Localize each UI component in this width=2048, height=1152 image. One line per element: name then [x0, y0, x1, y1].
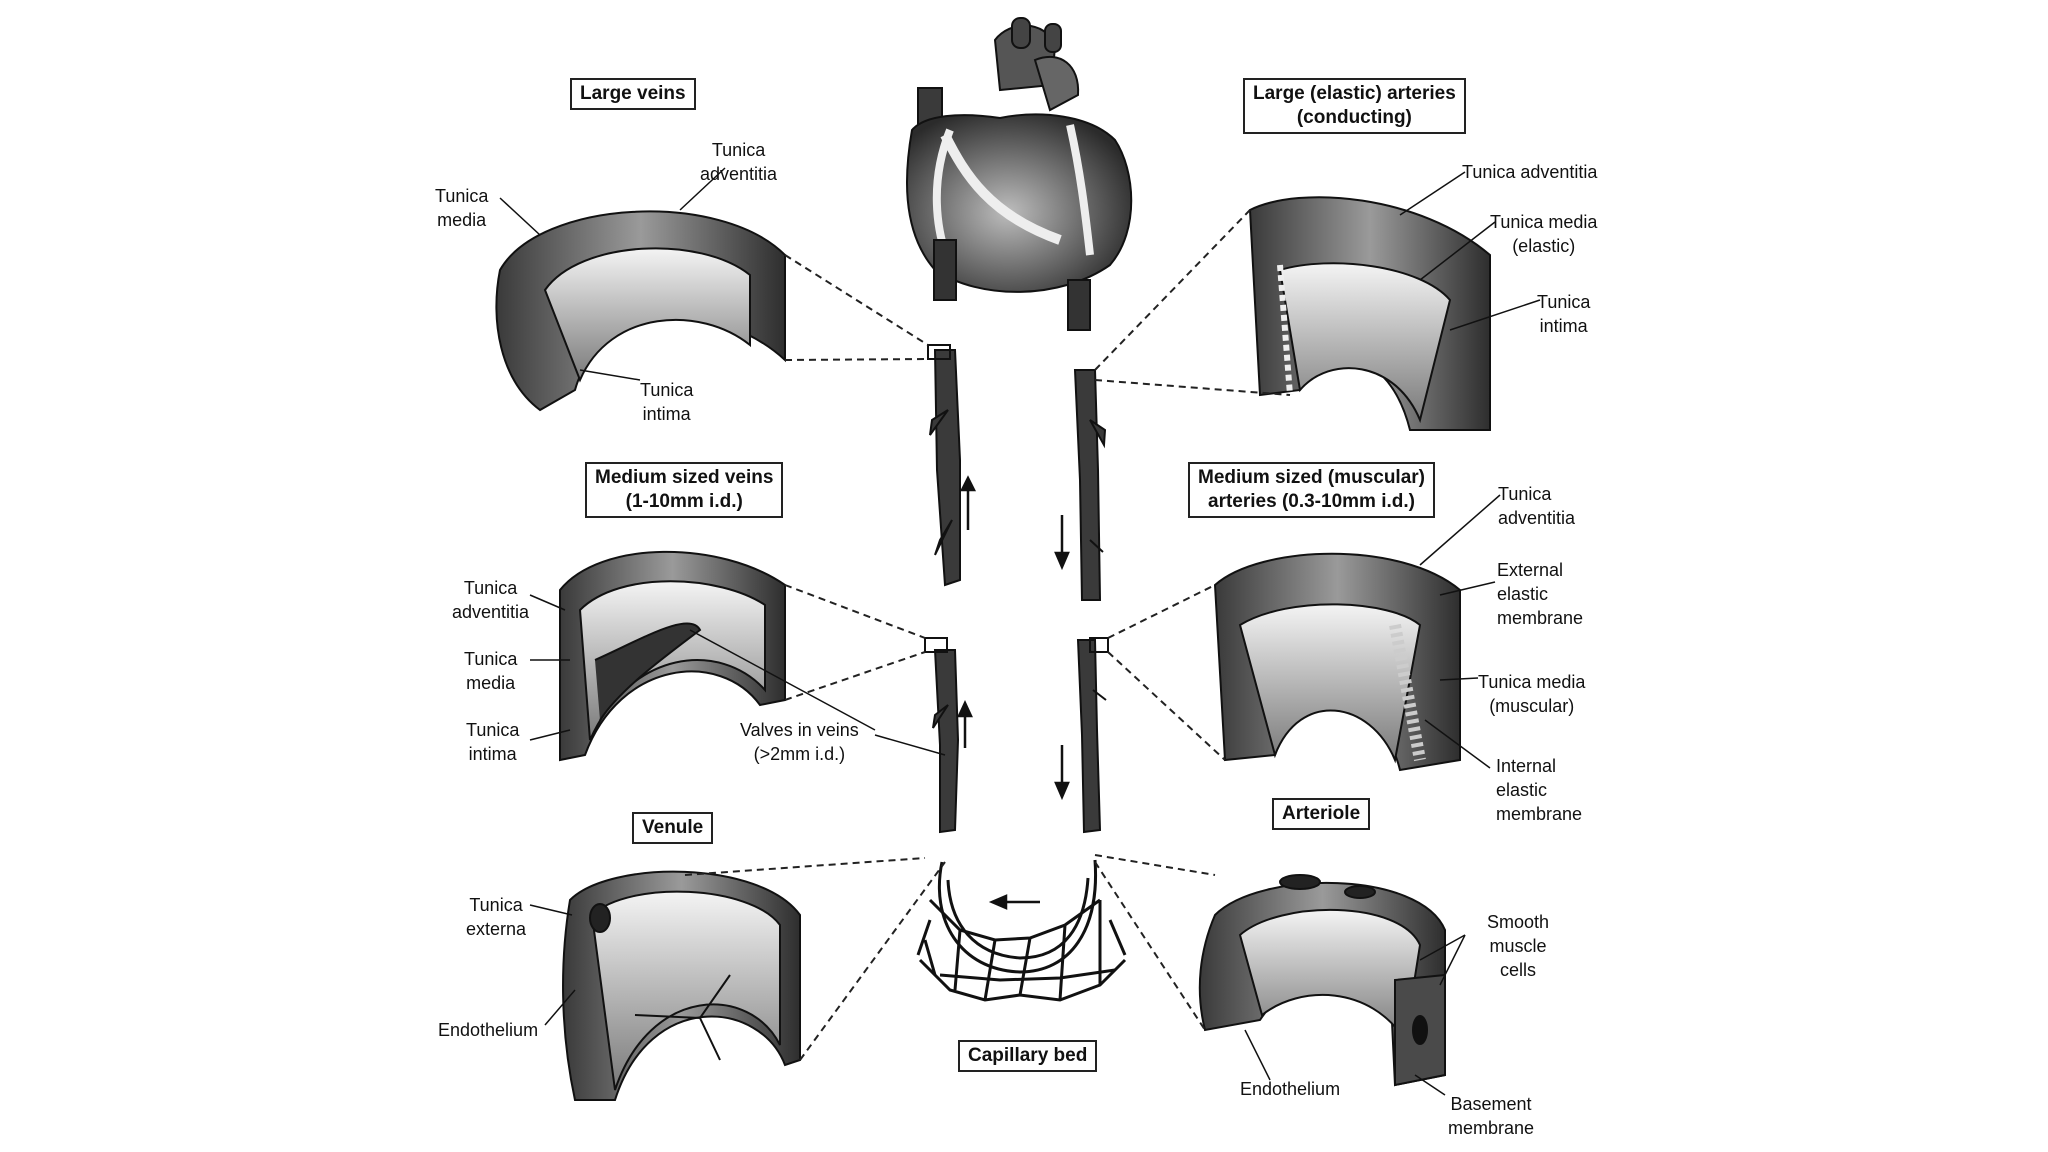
- down-arrow: [1054, 551, 1070, 571]
- leader-line: [1399, 171, 1466, 216]
- connector-line: [1094, 854, 1216, 876]
- large-artery-section: [1248, 196, 1491, 431]
- label-ar-smooth: Smooth muscle cells: [1487, 912, 1550, 980]
- leader-line: [529, 594, 566, 611]
- leader-line: [544, 989, 576, 1026]
- label-lv-media: Tunica media: [435, 186, 489, 230]
- title-capillary-bed: Capillary bed: [958, 1040, 1098, 1072]
- vessel-marker-square: [924, 637, 948, 653]
- medium-vein-section: [559, 550, 786, 762]
- leader-line: [1449, 299, 1541, 331]
- dashed-connectors: [684, 209, 1291, 1061]
- leader-line: [1244, 1029, 1271, 1081]
- leader-line: [1439, 581, 1496, 596]
- leader-line: [689, 629, 876, 731]
- label-ve-endothelium: Endothelium: [438, 1020, 539, 1040]
- label-la-media: Tunica media (elastic): [1490, 212, 1598, 256]
- vessel-marker-square: [927, 344, 951, 360]
- leader-line: [1414, 1074, 1446, 1096]
- large-vein-section: [495, 210, 786, 412]
- connector-line: [1094, 861, 1206, 1031]
- leader-line: [499, 197, 541, 236]
- up-arrow: [957, 700, 973, 718]
- arteriole-section: [1198, 874, 1446, 1087]
- leader-lines: [499, 167, 1541, 1096]
- leader-line: [679, 167, 726, 211]
- label-ve-externa: Tunica externa: [466, 895, 527, 939]
- label-lv-intima: Tunica intima: [640, 380, 694, 424]
- label-ma-media: Tunica media (muscular): [1478, 672, 1586, 716]
- title-medium-veins: Medium sized veins (1-10mm i.d.): [585, 462, 784, 518]
- artery-tube-lower: [1076, 639, 1107, 834]
- title-arteriole: Arteriole: [1272, 798, 1371, 830]
- heart-illustration: [905, 17, 1133, 331]
- leader-line: [1419, 494, 1501, 566]
- connector-line: [1094, 209, 1251, 371]
- leader-line: [1439, 934, 1466, 986]
- down-arrow: [1054, 781, 1070, 801]
- label-ar-basement: Basement membrane: [1448, 1094, 1535, 1138]
- connector-line: [1107, 584, 1216, 639]
- title-venule: Venule: [632, 812, 714, 844]
- connector-line: [784, 651, 926, 701]
- vein-tube-lower: [932, 649, 960, 834]
- title-medium-arteries: Medium sized (muscular) arteries (0.3-10…: [1188, 462, 1435, 518]
- flow-arrows: [957, 475, 1070, 910]
- label-mv-valves: Valves in veins (>2mm i.d.): [740, 720, 859, 764]
- title-large-veins: Large veins: [570, 78, 696, 110]
- artery-tube-upper: [1073, 369, 1107, 601]
- label-lv-adventitia: Tunica adventitia: [700, 140, 778, 184]
- label-la-adventitia: Tunica adventitia: [1462, 162, 1598, 182]
- label-mv-intima: Tunica intima: [466, 720, 520, 764]
- connector-line: [1107, 651, 1226, 761]
- label-ma-external: External elastic membrane: [1497, 560, 1584, 628]
- label-mv-media: Tunica media: [464, 649, 518, 693]
- title-large-arteries: Large (elastic) arteries (conducting): [1243, 78, 1466, 134]
- label-mv-adventitia: Tunica adventitia: [452, 578, 530, 622]
- leader-line: [1419, 221, 1496, 281]
- up-arrow: [959, 475, 977, 492]
- label-ma-adventitia: Tunica adventitia: [1498, 484, 1576, 528]
- medium-artery-section: [1213, 552, 1461, 772]
- connector-line: [1094, 379, 1291, 396]
- connector-line: [684, 857, 926, 876]
- leader-line: [1424, 719, 1491, 769]
- capillary-bed-illustration: [916, 859, 1127, 1002]
- leader-line: [529, 904, 573, 916]
- connector-line: [784, 358, 929, 361]
- label-la-intima: Tunica intima: [1537, 292, 1591, 336]
- left-arrow: [988, 894, 1008, 910]
- connector-line: [784, 584, 926, 639]
- leader-line: [579, 369, 641, 381]
- leader-line: [874, 734, 946, 756]
- vein-tube-upper: [929, 349, 961, 587]
- label-ar-endothelium: Endothelium: [1240, 1079, 1341, 1099]
- venule-section: [562, 870, 801, 1101]
- leader-line: [1419, 934, 1466, 961]
- vessel-marker-square: [1089, 637, 1109, 653]
- connector-line: [799, 861, 946, 1061]
- leader-line: [1439, 677, 1479, 681]
- label-ma-internal: Internal elastic membrane: [1496, 756, 1583, 824]
- connector-line: [784, 254, 929, 346]
- leader-line: [529, 729, 571, 741]
